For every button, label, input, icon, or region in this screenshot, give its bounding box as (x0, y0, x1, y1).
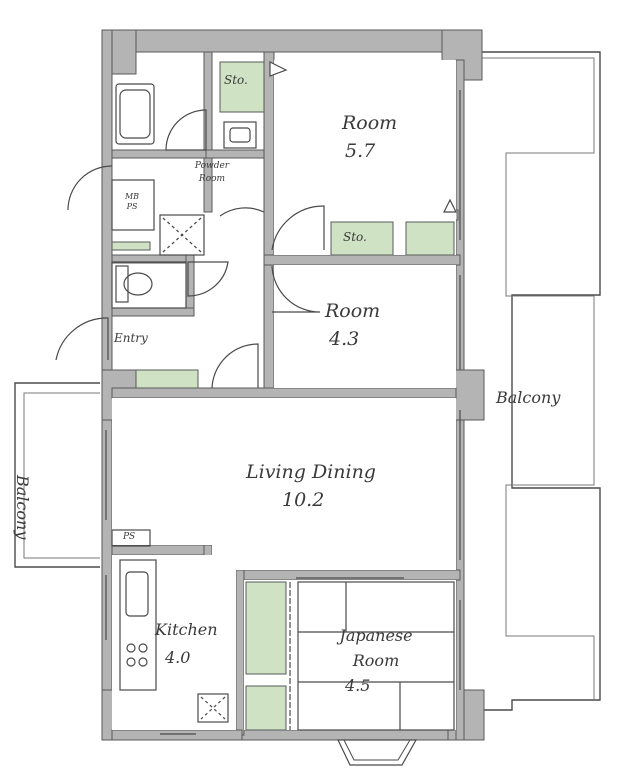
wall-top (101, 29, 483, 53)
japanese-room-size: 4.5 (345, 676, 371, 695)
wall-living-top (111, 387, 457, 399)
ps-box (111, 529, 151, 547)
mb-door (67, 165, 113, 211)
wall-kitchen-bottom-left (111, 729, 243, 741)
balcony-east-outline (480, 51, 601, 711)
balcony-west-label: Balcony (13, 475, 32, 540)
bath-door (165, 109, 207, 151)
closet-kitchen-lower (245, 685, 287, 731)
mb-ps-box (111, 179, 155, 231)
wall-left-upper (101, 29, 113, 383)
japanese-room-label: Japanese Room (339, 626, 413, 670)
living-dining-size: 10.2 (282, 489, 325, 511)
room-upper-size: 5.7 (345, 140, 376, 162)
toilet-tank (115, 265, 129, 303)
kitchen-size: 4.0 (165, 648, 191, 667)
balcony-west-outline (14, 382, 100, 568)
living-dining-label: Living Dining (246, 461, 376, 483)
room-middle-door (271, 265, 321, 313)
room-upper-door (271, 205, 325, 251)
sink (223, 121, 257, 149)
sink-bar (111, 241, 151, 251)
wall-toilet-right (185, 254, 195, 311)
storage-middle (330, 221, 394, 256)
entry-door (55, 317, 109, 361)
toilet-bowl (123, 272, 153, 296)
wall-bath-bottom (111, 149, 209, 159)
powder-door (219, 207, 265, 217)
bay-window-inner (343, 739, 411, 761)
toilet-room (111, 261, 187, 309)
balcony-east-label: Balcony (496, 388, 561, 407)
storage-middle-right (405, 221, 455, 256)
bay-window (337, 739, 418, 766)
wall-bath-right (203, 51, 213, 213)
room-middle-label: Room (325, 300, 381, 322)
room-middle-size: 4.3 (329, 328, 360, 350)
shoe-closet (135, 369, 199, 389)
powder-room-label: Powder Room (194, 161, 230, 184)
wall-room-split-horizontal (263, 254, 461, 266)
kitchen-counter (119, 559, 157, 691)
storage-top-label: Sto. (224, 73, 248, 87)
kitchen-label: Kitchen (155, 620, 218, 639)
tatami-area (297, 581, 455, 731)
closet-kitchen-upper (245, 581, 287, 675)
kitchen-duct (197, 693, 229, 723)
balcony-east-inner (482, 57, 595, 700)
wall-room-split-vertical (263, 51, 275, 398)
room-upper-label: Room (342, 112, 398, 134)
storage-middle-label: Sto. (343, 230, 367, 244)
wall-hall-split (111, 307, 195, 317)
wall-left-lower (101, 381, 113, 739)
entry-label: Entry (114, 331, 148, 345)
balcony-west-inner (23, 392, 100, 559)
balcony-west-text: Balcony (13, 475, 32, 540)
washer-pan (159, 214, 205, 256)
wall-powder-right (205, 149, 265, 159)
bathtub (115, 83, 155, 145)
wall-kitchen-right (235, 569, 245, 736)
mb-ps-label: MB PS (124, 192, 140, 212)
toilet-door (187, 261, 229, 297)
ps-kitchen-label: PS (123, 532, 136, 542)
hall-door (211, 343, 259, 389)
storage-top (219, 61, 265, 113)
